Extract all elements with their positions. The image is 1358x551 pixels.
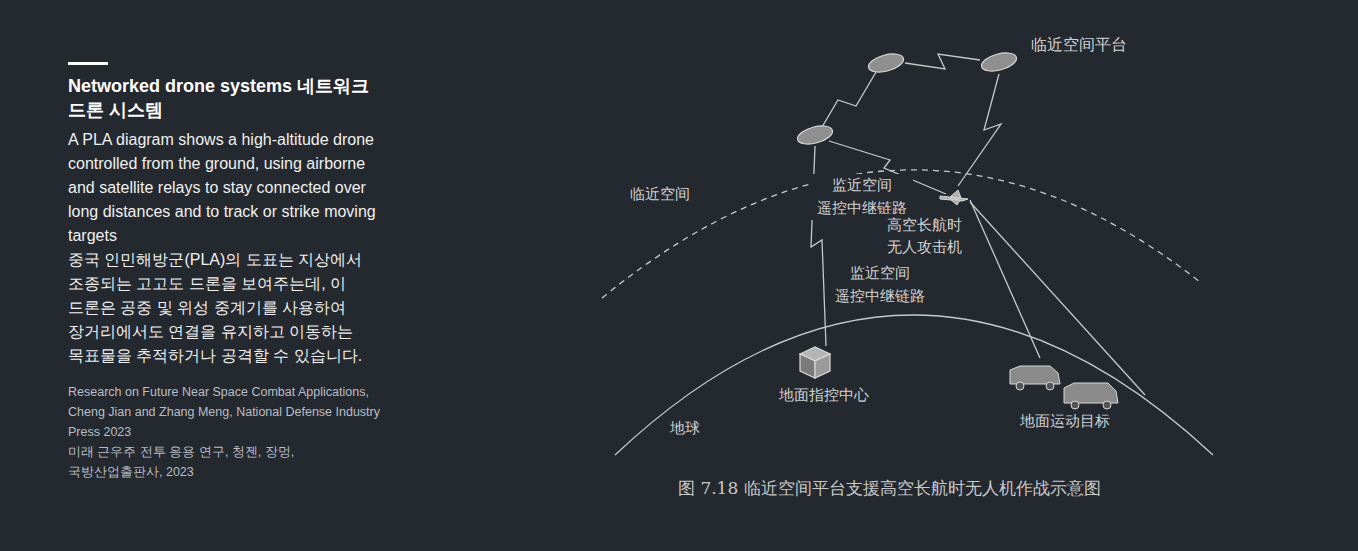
cube-side (800, 354, 815, 378)
command-center-node: 地面指控中心 (772, 342, 876, 406)
relay-link (958, 74, 1001, 186)
strike-line (970, 202, 1145, 395)
drone-wing (950, 199, 960, 205)
cube-side (815, 354, 830, 378)
vehicles (1010, 366, 1118, 409)
link-label: 监近空间 遥控中继链路 (830, 262, 930, 308)
command-center-icon (800, 347, 830, 378)
node-label: 高空长航时 无人攻击机 (878, 214, 970, 258)
body-text-ko: 중국 인민해방군(PLA)의 도표는 지상에서 조종되는 고고도 드론을 보여주… (68, 248, 388, 368)
relay-link (905, 54, 980, 69)
panel-title: Networked drone systems 네트워크 드론 시스템 (68, 74, 388, 122)
node-label: 地面指控中心 (772, 384, 876, 406)
earth-arc (615, 315, 1213, 455)
relay-link (970, 200, 1040, 358)
wheel (1046, 382, 1054, 390)
platform-ellipse (980, 50, 1019, 75)
vehicle-body (1010, 366, 1060, 384)
platform-ellipse (867, 51, 906, 76)
source-ko: 미래 근우주 전투 응용 연구, 청젠, 장멍, 국방산업출판사, 2023 (68, 442, 388, 482)
region-label: 临近空间 (628, 183, 692, 206)
body-text-en: A PLA diagram shows a high-altitude dron… (68, 128, 388, 248)
platforms (796, 50, 1019, 148)
drone-node: 高空长航时 无人攻击机 (878, 186, 970, 258)
node-label: 地面运动目标 (1020, 410, 1155, 432)
accent-bar (68, 62, 108, 65)
figure-caption: 图 7.18 临近空间平台支援高空长航时无人机作战示意图 (678, 476, 1101, 500)
platform-node: 临近空间平台 (975, 34, 1127, 74)
relay-link (822, 72, 876, 127)
vehicle-body (1064, 383, 1118, 403)
source-en: Research on Future Near Space Combat App… (68, 382, 388, 442)
wheel (1071, 401, 1079, 409)
drone-wing (950, 190, 961, 198)
wheel (1016, 382, 1024, 390)
text-panel: Networked drone systems 네트워크 드론 시스템 A PLA… (68, 62, 388, 482)
earth-label: 地球 (668, 417, 702, 440)
target-node: 地面运动目标 (1005, 358, 1155, 432)
wheel (1103, 401, 1111, 409)
platform-ellipse (796, 123, 835, 148)
node-label: 临近空间平台 (1031, 34, 1127, 56)
drone-symbol (940, 190, 968, 205)
drawing (602, 54, 1213, 455)
